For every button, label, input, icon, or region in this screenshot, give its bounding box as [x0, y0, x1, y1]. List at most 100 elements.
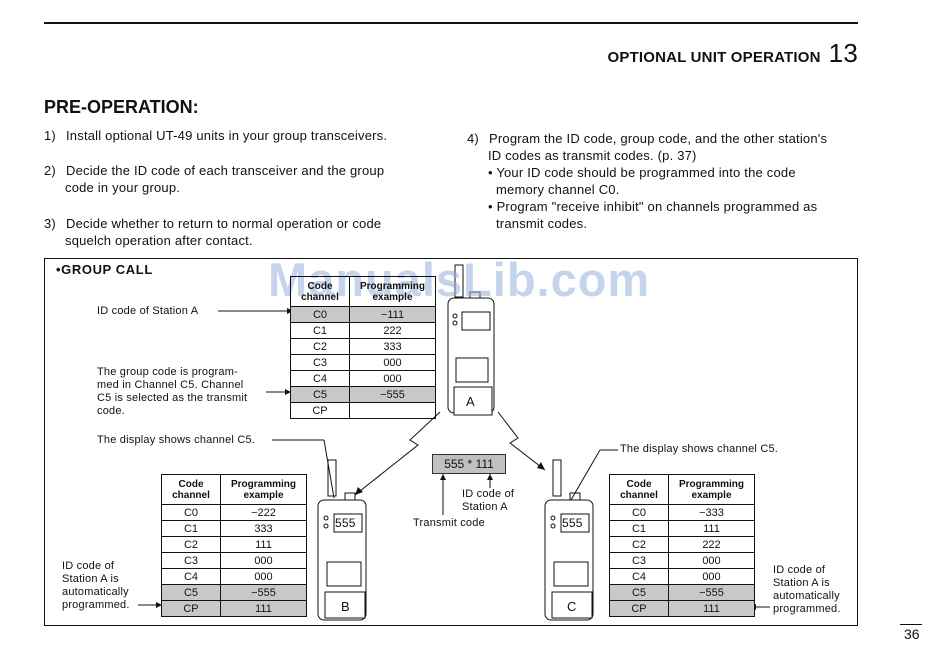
programming-cell: 222: [668, 536, 755, 553]
programming-cell: 000: [668, 552, 755, 569]
programming-cell: 000: [349, 354, 436, 371]
table-row: C5−555: [290, 386, 436, 403]
code-channel-cell: CP: [161, 600, 221, 617]
code-channel-cell: C3: [290, 354, 350, 371]
programming-cell: 000: [220, 568, 307, 585]
programming-cell: 111: [220, 600, 307, 617]
top-rule: [44, 22, 858, 24]
code-channel-cell: C5: [161, 584, 221, 601]
code-channel-cell: C2: [290, 338, 350, 355]
label-display-right: The display shows channel C5.: [620, 443, 779, 455]
radio-a-graphic: [447, 264, 495, 416]
radio-b-display: 555: [335, 516, 356, 530]
table-row: C5−555: [161, 584, 307, 601]
chapter-header: OPTIONAL UNIT OPERATION 13: [607, 38, 858, 69]
code-channel-cell: CP: [609, 600, 669, 617]
center-display: 555 * 111: [432, 454, 506, 474]
page-number: 36: [904, 626, 920, 642]
step-3: 3)Decide whether to return to normal ope…: [44, 216, 382, 248]
programming-cell: −222: [220, 504, 307, 521]
code-channel-cell: C0: [290, 306, 350, 323]
step-1: 1)Install optional UT-49 units in your g…: [44, 128, 388, 143]
code-channel-cell: C4: [161, 568, 221, 585]
programming-cell: 000: [668, 568, 755, 585]
code-channel-cell: C1: [609, 520, 669, 537]
code-channel-cell: C3: [161, 552, 221, 569]
code-channel-cell: C5: [290, 386, 350, 403]
label-id-code-station: ID code of Station A: [462, 488, 515, 513]
col-code-header: Code channel: [161, 474, 221, 505]
code-channel-cell: C0: [161, 504, 221, 521]
group-call-diagram: [44, 258, 858, 626]
code-channel-cell: C5: [609, 584, 669, 601]
radio-b-graphic: [317, 459, 367, 621]
code-channel-cell: C1: [161, 520, 221, 537]
col-prog-header: Programming example: [668, 474, 755, 505]
table-row: C5−555: [609, 584, 755, 601]
code-channel-cell: C3: [609, 552, 669, 569]
col-code-header: Code channel: [609, 474, 669, 505]
code-channel-cell: C4: [609, 568, 669, 585]
step-4: 4)Program the ID code, group code, and t…: [467, 131, 828, 231]
table-row: C0−222: [161, 504, 307, 521]
code-channel-cell: C4: [290, 370, 350, 387]
group-call-title: •GROUP CALL: [56, 262, 153, 277]
programming-cell: −555: [668, 584, 755, 601]
table-row: C0−111: [290, 306, 436, 323]
code-channel-cell: C0: [609, 504, 669, 521]
label-auto-left: ID code of Station A is automatically pr…: [62, 560, 130, 611]
section-title: PRE-OPERATION:: [44, 97, 199, 117]
programming-cell: 000: [220, 552, 307, 569]
chapter-title: OPTIONAL UNIT OPERATION: [607, 49, 821, 66]
programming-cell: −333: [668, 504, 755, 521]
col-code-header: Code channel: [290, 276, 350, 307]
radio-c-graphic: [544, 459, 594, 621]
col-prog-header: Programming example: [349, 276, 436, 307]
programming-cell: [349, 402, 436, 419]
code-channel-cell: C2: [609, 536, 669, 553]
programming-cell: −111: [349, 306, 436, 323]
programming-cell: 111: [220, 536, 307, 553]
table-row: CP: [290, 402, 436, 419]
radio-b-label: B: [341, 599, 350, 614]
radio-a-label: A: [466, 394, 475, 409]
radio-c-display: 555: [562, 516, 583, 530]
programming-cell: 333: [220, 520, 307, 537]
label-id-station-a: ID code of Station A: [97, 305, 199, 317]
programming-cell: 222: [349, 322, 436, 339]
table-row: C0−333: [609, 504, 755, 521]
step-2: 2)Decide the ID code of each transceiver…: [44, 163, 385, 195]
label-transmit-code: Transmit code: [413, 517, 485, 529]
label-auto-right: ID code of Station A is automatically pr…: [773, 564, 841, 615]
code-channel-cell: C2: [161, 536, 221, 553]
programming-cell: 333: [349, 338, 436, 355]
chapter-number: 13: [828, 38, 858, 68]
radio-c-label: C: [567, 599, 577, 614]
programming-cell: −555: [220, 584, 307, 601]
col-prog-header: Programming example: [220, 474, 307, 505]
programming-cell: 000: [349, 370, 436, 387]
code-channel-cell: CP: [290, 402, 350, 419]
page-number-rule: [900, 624, 922, 625]
label-display-left: The display shows channel C5.: [97, 434, 256, 446]
programming-cell: 111: [668, 600, 755, 617]
code-channel-cell: C1: [290, 322, 350, 339]
